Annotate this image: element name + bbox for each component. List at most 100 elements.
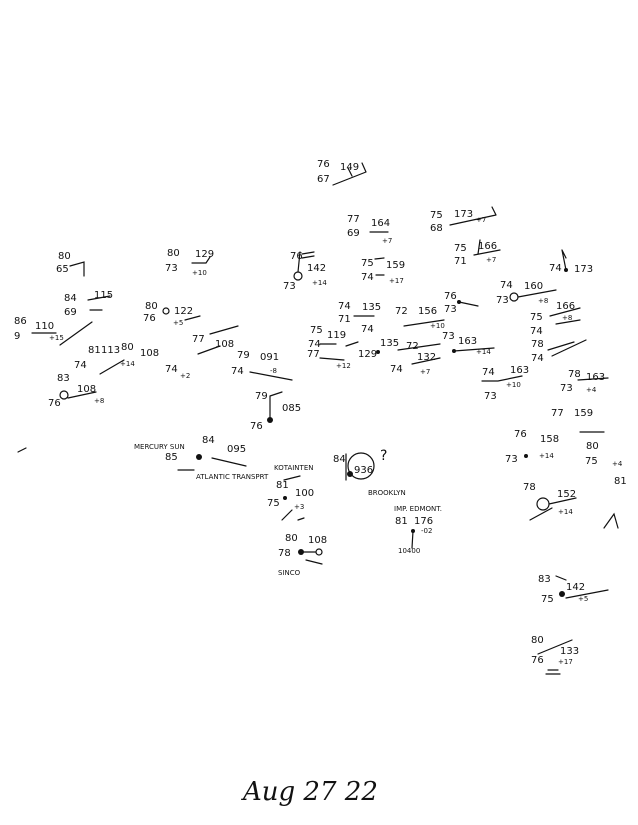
station-dew: 74 xyxy=(361,272,374,283)
station-dew: 67 xyxy=(317,174,330,185)
station-pressure: 142 xyxy=(566,582,585,593)
station-tendency: +14 xyxy=(120,360,135,368)
station-temp: 80 xyxy=(121,342,134,353)
station-dew: 68 xyxy=(430,223,443,234)
stray-mark xyxy=(17,447,27,453)
wind-barb-icon xyxy=(281,475,301,521)
station-tendency: +14 xyxy=(312,279,327,287)
wind-barb-icon xyxy=(69,261,85,277)
wind-barb-icon xyxy=(577,377,609,381)
map-date-caption: Aug 27 22 xyxy=(241,777,378,807)
station-dew: 9 xyxy=(14,331,20,342)
station-pressure: 159 xyxy=(386,260,405,271)
station-s26: 72 74 132 +7 xyxy=(390,341,441,376)
station-circle-icon xyxy=(59,390,69,400)
station-temp: 76 xyxy=(317,159,330,170)
station-s37: 81 75 100 +3 xyxy=(267,475,314,521)
station-tendency: +5 xyxy=(578,595,588,603)
wind-barb-icon xyxy=(31,321,93,346)
station-tendency: +12 xyxy=(336,362,351,370)
station-tendency: +7 xyxy=(476,216,486,224)
station-tendency: +14 xyxy=(476,348,491,356)
station-dot-icon xyxy=(347,471,353,477)
station-pressure: 166 xyxy=(556,301,575,312)
station-pressure: 129 xyxy=(195,249,214,260)
station-dew: 76 xyxy=(250,421,263,432)
station-temp: 77 xyxy=(551,408,564,419)
station-dew: 69 xyxy=(347,228,360,239)
station-temp: 80 xyxy=(58,251,71,262)
wind-barb-icon xyxy=(197,325,239,355)
station-dew: 74 xyxy=(165,364,178,375)
station-circle-icon xyxy=(293,271,303,281)
station-pressure: 163 xyxy=(458,336,477,347)
wind-barb-icon xyxy=(453,347,495,352)
station-temp: 79 xyxy=(255,391,268,402)
station-pressure: 091 xyxy=(260,352,279,363)
station-temp: 80 xyxy=(586,441,599,452)
wind-barb-icon xyxy=(411,530,414,549)
station-pressure: 108 xyxy=(215,339,234,350)
station-dew: 78 xyxy=(278,548,291,559)
station-dew: 74 xyxy=(231,366,244,377)
station-temp: 80 xyxy=(531,635,544,646)
station-pressure: 113 xyxy=(101,345,120,356)
station-s19: 81 74 113 xyxy=(74,345,125,375)
station-tendency: +5 xyxy=(173,319,183,327)
station-temp: 79 xyxy=(237,350,250,361)
wind-barb-icon xyxy=(549,307,581,325)
station-temp: 80 xyxy=(167,248,180,259)
station-pressure: 119 xyxy=(327,330,346,341)
station-circle-icon xyxy=(536,497,550,511)
station-dew: 73 xyxy=(560,383,573,394)
station-dew: 75 xyxy=(267,498,280,509)
station-pressure: 115 xyxy=(94,290,113,301)
station-circle-icon xyxy=(162,307,170,315)
station-s33: 76 73 158 +14 xyxy=(505,429,559,465)
station-temp: 78 xyxy=(531,339,544,350)
station-s5: 80 65 xyxy=(56,251,85,277)
station-dew: 73 xyxy=(283,281,296,292)
station-temp: 83 xyxy=(57,373,70,384)
station-temp: 72 xyxy=(395,306,408,317)
station-s9: 74 173 xyxy=(549,249,593,275)
station-s7: 76 73 142 +14 xyxy=(283,251,327,292)
station-pressure: 095 xyxy=(227,444,246,455)
station-dot-icon xyxy=(283,496,287,500)
station-s8: 75 74 159 +17 xyxy=(361,257,405,285)
station-s25: 74 135 xyxy=(361,324,399,354)
station-s27: 73 163 +14 xyxy=(442,331,495,356)
station-dew: 76 xyxy=(143,313,156,324)
station-temp: 84 xyxy=(202,435,215,446)
station-temp: 75 xyxy=(430,210,443,221)
station-dew: 65 xyxy=(56,264,69,275)
station-s16: 74 73 160 +8 xyxy=(496,280,557,306)
station-pressure: 110 xyxy=(35,321,54,332)
wind-barb-icon xyxy=(529,497,577,521)
station-s23: 75 74 119 xyxy=(308,325,346,350)
wind-barb-icon xyxy=(67,391,97,399)
station-dew: 71 xyxy=(454,256,467,267)
station-tendency: +10 xyxy=(506,381,521,389)
station-s17: 75 74 166 +8 xyxy=(530,301,581,337)
station-pressure: 108 xyxy=(308,535,327,546)
station-temp: 75 xyxy=(454,243,467,254)
station-temp: 77 xyxy=(192,334,205,345)
place-label: ATLANTIC TRANSPRT xyxy=(196,473,269,481)
station-temp: 72 xyxy=(406,341,419,352)
wind-barb-icon xyxy=(297,517,323,565)
place-label: SINCO xyxy=(278,569,301,577)
place-label: MERCURY SUN xyxy=(134,443,185,451)
station-s28: 74 73 163 +10 xyxy=(481,365,529,402)
station-temp: 73 xyxy=(442,331,455,342)
station-s43: 80 76 133 +17 xyxy=(531,635,579,675)
pressure-center-circle-icon xyxy=(347,452,375,480)
station-temp: 74 xyxy=(338,301,351,312)
wind-barb-icon xyxy=(332,162,367,186)
place-label: KOTAINTEN xyxy=(274,464,313,472)
station-s32: 77 159 xyxy=(551,408,605,433)
station-s14: 72 156 +10 xyxy=(395,306,445,330)
wind-barb-icon xyxy=(177,457,247,471)
station-tendency: +8 xyxy=(538,297,548,305)
station-temp: 81 xyxy=(276,480,289,491)
